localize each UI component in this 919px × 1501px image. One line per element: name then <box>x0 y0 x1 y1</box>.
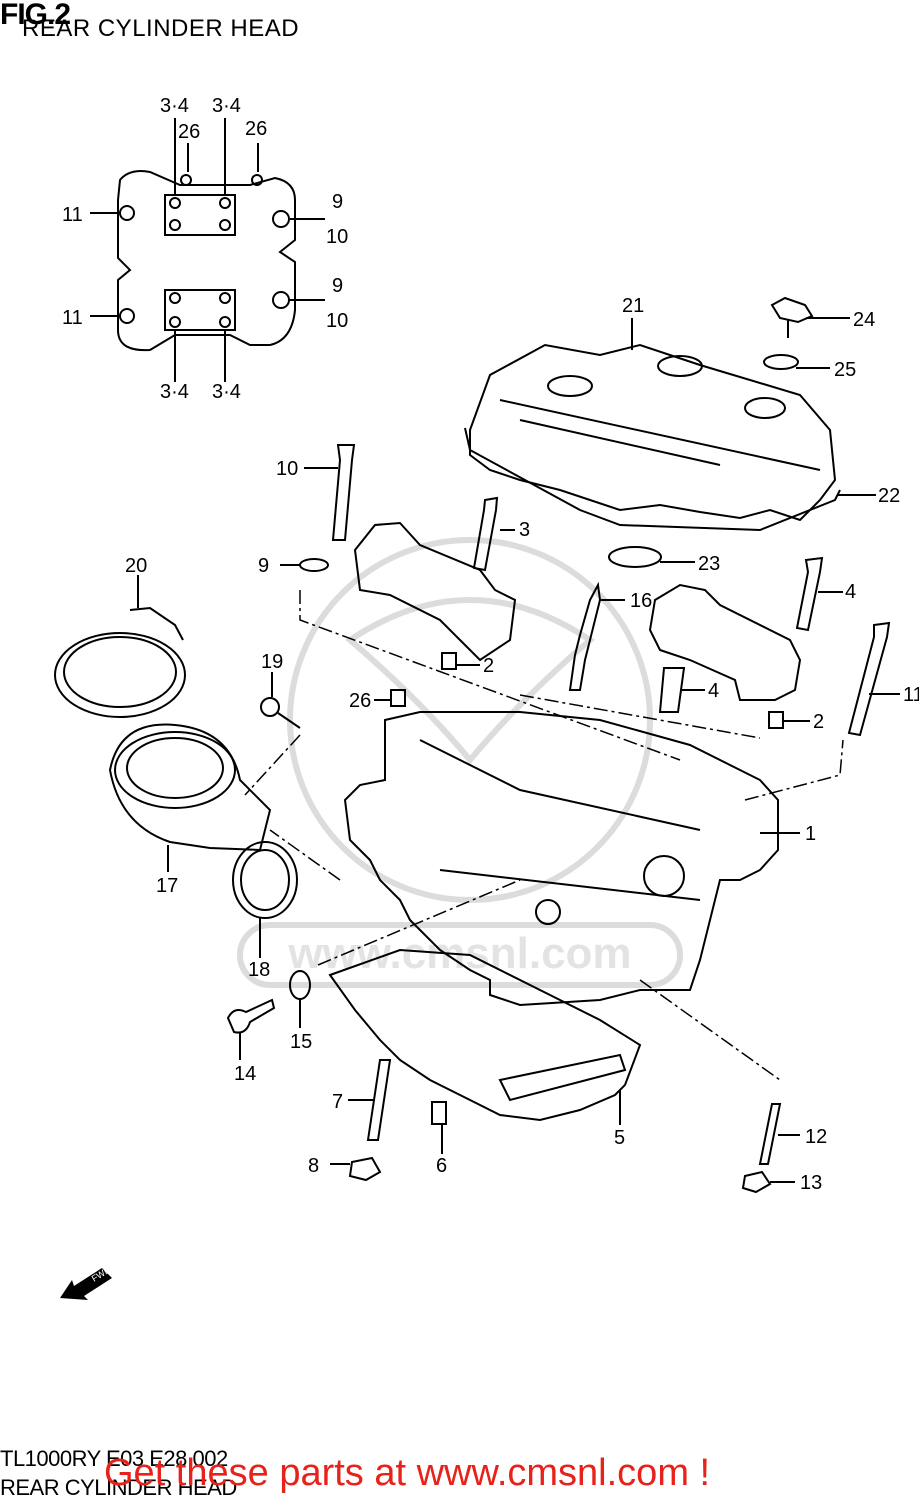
callout-22: 22 <box>878 485 900 507</box>
assembly-lines <box>244 590 844 1081</box>
callout-3: 3 <box>519 519 530 541</box>
callout-12: 12 <box>805 1126 827 1148</box>
callout-4: 4 <box>708 680 719 702</box>
callout-20: 20 <box>125 555 147 577</box>
callout-26: 26 <box>349 690 371 712</box>
callout-25: 25 <box>834 359 856 381</box>
inset-callout-11: 11 <box>62 204 83 226</box>
footer-subtitle: REAR CYLINDER HEAD <box>0 1475 237 1500</box>
inset-callout-3-4: 3·4 <box>212 381 241 403</box>
inset-callout-26: 26 <box>178 121 200 143</box>
callout-15: 15 <box>290 1031 312 1053</box>
callout-5: 5 <box>614 1127 625 1149</box>
part-callouts: 1 2 2 3 4 4 5 6 7 8 9 10 11 12 13 14 15 … <box>125 295 919 1194</box>
inset-callout-10: 10 <box>326 226 348 248</box>
callout-14: 14 <box>234 1063 256 1085</box>
inset-callouts: 3·4 3·4 26 26 11 11 9 10 9 10 3·4 3·4 <box>62 95 348 403</box>
callout-2: 2 <box>483 655 494 677</box>
model-code: TL1000RY E03 E28 002 <box>0 1446 228 1471</box>
callout-2: 2 <box>813 711 824 733</box>
inset-callout-9: 9 <box>332 275 343 297</box>
callout-16: 16 <box>630 590 652 612</box>
inset-callout-11: 11 <box>62 307 83 329</box>
watermark: www.cmsnl.com <box>237 537 683 988</box>
fwd-arrow-icon: FWD <box>60 1264 113 1300</box>
diagram-title: REAR CYLINDER HEAD <box>22 15 300 42</box>
callout-1: 1 <box>805 823 816 845</box>
callout-9: 9 <box>258 555 269 577</box>
promo-link[interactable]: Get these parts at www.cmsnl.com ! <box>104 1452 711 1494</box>
inset-callout-3-4: 3·4 <box>160 95 189 117</box>
callout-6: 6 <box>436 1155 447 1177</box>
callout-24: 24 <box>853 309 875 331</box>
callout-13: 13 <box>800 1172 822 1194</box>
parts-drawing <box>54 296 900 1194</box>
inset-callout-3-4: 3·4 <box>212 95 241 117</box>
callout-10: 10 <box>276 458 298 480</box>
inset-callout-3-4: 3·4 <box>160 381 189 403</box>
callout-23: 23 <box>698 553 720 575</box>
callout-8: 8 <box>308 1155 319 1177</box>
inset-callout-9: 9 <box>332 191 343 213</box>
callout-11: 11 <box>903 684 919 706</box>
callout-17: 17 <box>156 875 178 897</box>
figure-number: FIG.2 <box>0 0 71 31</box>
callout-7: 7 <box>332 1091 343 1113</box>
inset-callout-26: 26 <box>245 118 267 140</box>
callout-21: 21 <box>622 295 644 317</box>
callout-19: 19 <box>261 651 283 673</box>
callout-4: 4 <box>845 581 856 603</box>
callout-18: 18 <box>248 959 270 981</box>
inset-callout-10: 10 <box>326 310 348 332</box>
valve-cover-inset <box>90 118 325 382</box>
